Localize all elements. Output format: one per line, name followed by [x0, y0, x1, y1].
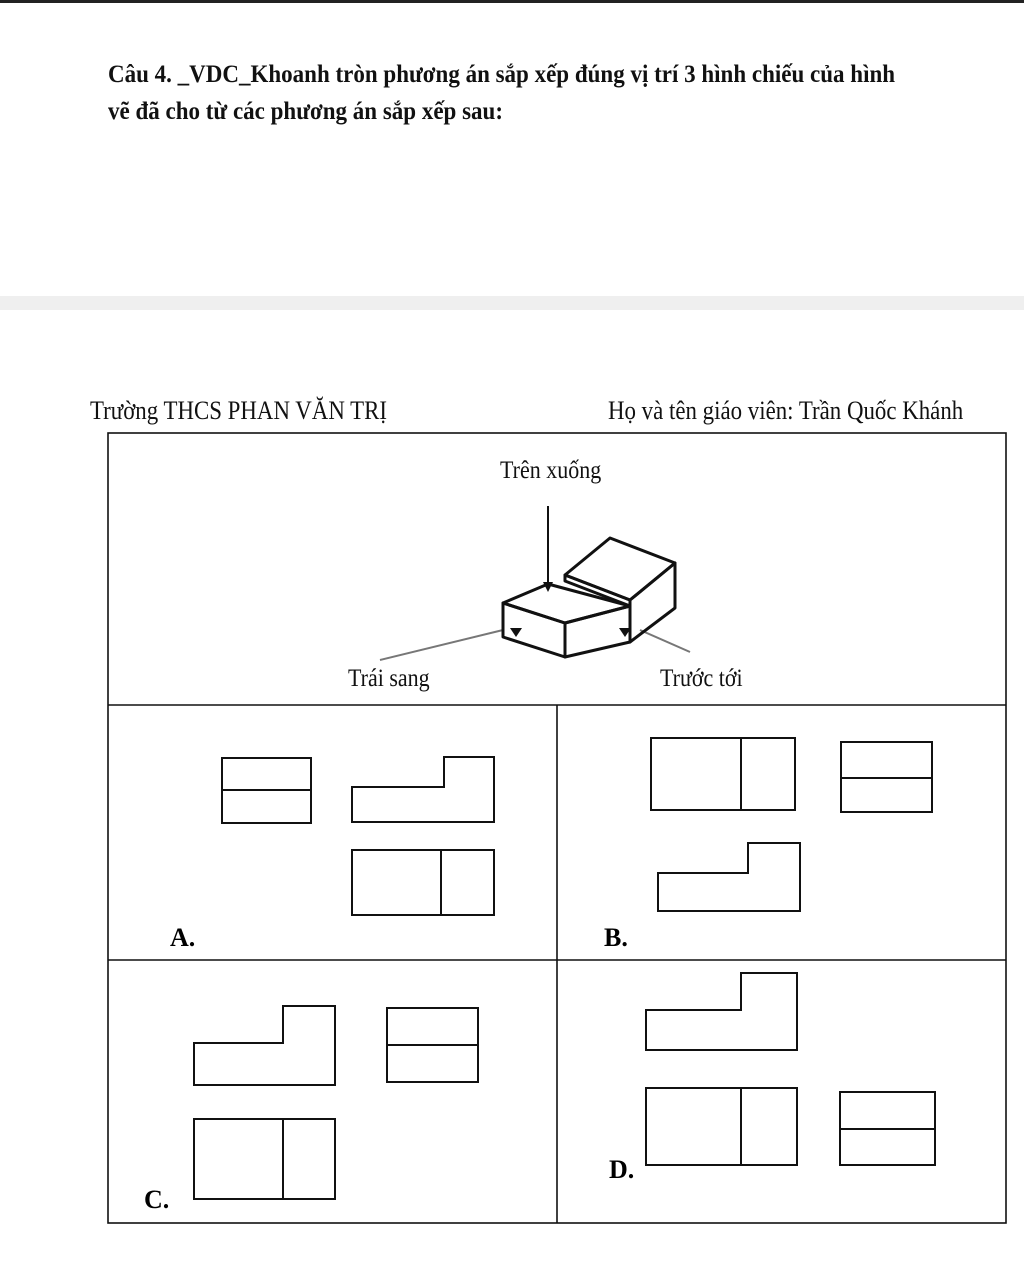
question-line-2: vẽ đã cho từ các phương án sắp xếp sau:	[108, 98, 503, 125]
option-d-label[interactable]: D.	[609, 1155, 634, 1184]
option-b-label[interactable]: B.	[604, 923, 628, 952]
option-c-label[interactable]: C.	[144, 1185, 169, 1214]
top-rule	[0, 0, 1024, 3]
top-view-label: Trên xuống	[500, 457, 601, 485]
teacher-name: Họ và tên giáo viên: Trần Quốc Khánh	[608, 396, 964, 425]
front-view-arrow	[619, 628, 631, 637]
section-separator	[0, 296, 1024, 310]
option-b-views	[650, 737, 933, 912]
left-direction-line	[379, 629, 504, 661]
answer-grid	[107, 432, 1007, 1224]
isometric-object	[379, 506, 691, 661]
school-name: Trường THCS PHAN VĂN TRỊ	[90, 396, 388, 425]
question-line-1: Câu 4. _VDC_Khoanh tròn phương án sắp xế…	[108, 61, 896, 88]
option-a-views	[221, 756, 495, 916]
front-direction-line	[639, 629, 691, 653]
front-view-label: Trước tới	[660, 665, 743, 693]
option-a-label[interactable]: A.	[170, 923, 195, 952]
left-view-label: Trái sang	[348, 665, 430, 693]
option-d-views	[645, 972, 936, 1166]
question-text: Câu 4. _VDC_Khoanh tròn phương án sắp xế…	[108, 56, 936, 130]
left-view-arrow	[510, 628, 522, 637]
option-c-views	[193, 1005, 479, 1200]
